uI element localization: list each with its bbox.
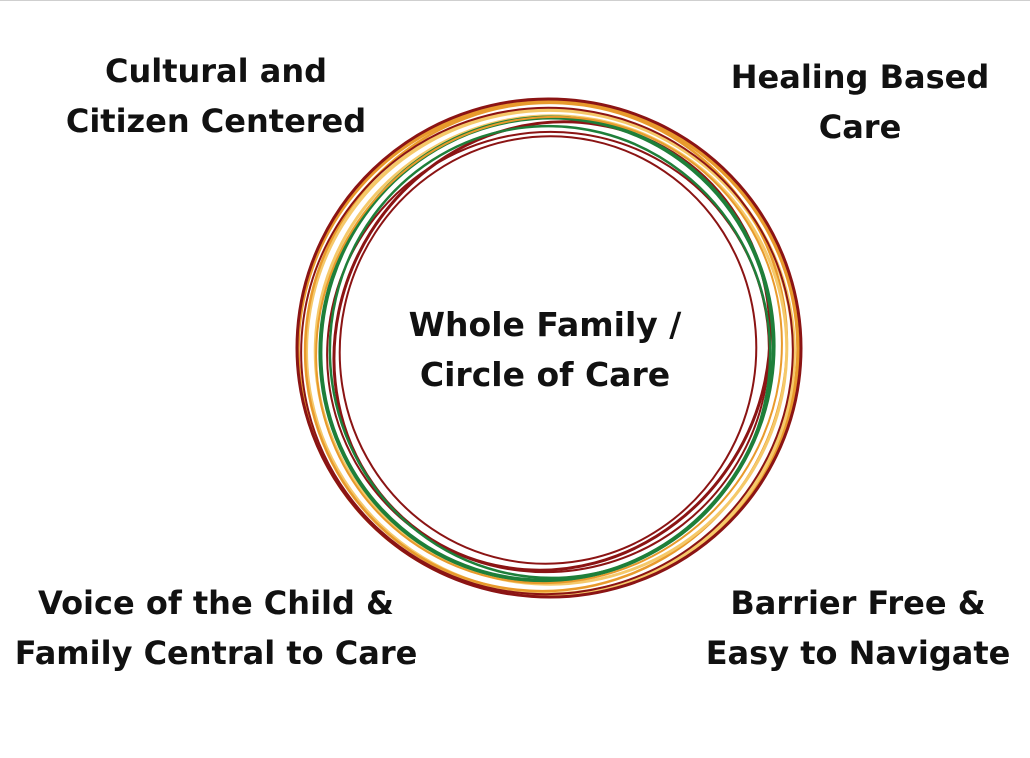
ring-stroke-orange-3 — [315, 115, 783, 585]
ring-stroke-red-1 — [295, 97, 803, 599]
label-bottom-left-line-1: Voice of the Child & — [38, 584, 394, 622]
ring-stroke-green-2 — [328, 124, 772, 580]
label-bottom-right-line-2: Easy to Navigate — [705, 634, 1011, 672]
label-top-left-line-1: Cultural and — [104, 52, 328, 90]
center-label-line-1: Whole Family / — [408, 305, 682, 344]
top-border-line — [0, 0, 1030, 1]
ring-stroke-red-5 — [338, 135, 758, 565]
label-bottom-left: Voice of the Child & Family Central to C… — [0, 578, 432, 678]
label-top-left: Cultural and Citizen Centered — [40, 46, 392, 146]
label-bottom-right: Barrier Free & Easy to Navigate — [690, 578, 1026, 678]
label-top-right-line-2: Care — [818, 108, 902, 146]
ring-stroke-red-2 — [300, 106, 794, 596]
label-top-right: Healing Based Care — [700, 52, 1020, 152]
center-label-line-2: Circle of Care — [419, 355, 671, 394]
label-top-right-line-1: Healing Based — [730, 58, 990, 96]
label-top-left-line-2: Citizen Centered — [65, 102, 367, 140]
label-bottom-left-line-2: Family Central to Care — [14, 634, 418, 672]
label-bottom-right-line-1: Barrier Free & — [730, 584, 986, 622]
center-label: Whole Family / Circle of Care — [380, 300, 710, 400]
